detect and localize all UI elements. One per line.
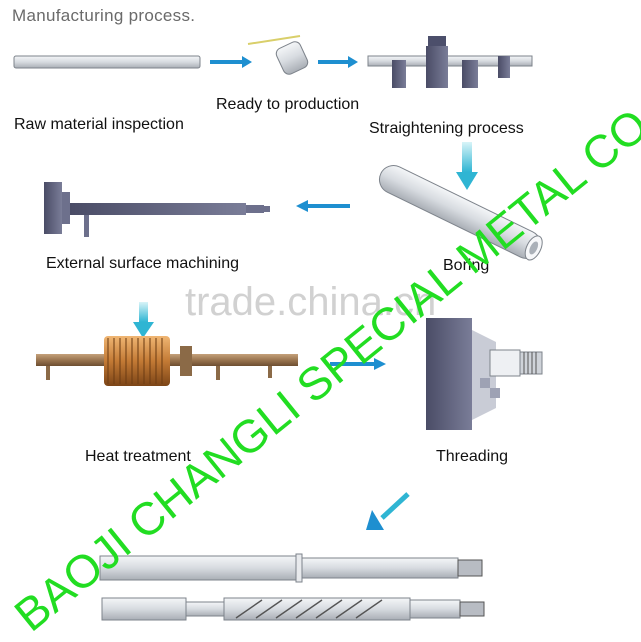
flow-arrow-down-2 [133,302,154,338]
flow-arrow-diagonal [366,492,410,530]
flow-arrow-1 [210,56,252,68]
manufacturing-diagram [13,35,543,621]
external-machining-part [44,182,270,237]
raw-material-pipe [13,55,201,69]
threading-machine [426,318,543,430]
flow-arrow-2 [318,56,358,68]
watermark-trade-china: trade.china.cn [185,280,437,324]
label-raw-material: Raw material inspection [14,116,184,133]
label-boring: Boring [443,257,490,274]
label-threading: Threading [436,448,509,465]
final-pipe-top [99,553,483,583]
billet-piece [247,35,309,75]
flow-arrow-down-1 [456,142,478,190]
label-heat: Heat treatment [85,448,191,465]
label-ready: Ready to production [216,96,360,113]
diagram-title: Manufacturing process. [12,6,196,25]
label-straightening: Straightening process [369,120,524,137]
straightening-machine [367,36,533,88]
flow-arrow-right [330,358,386,370]
final-pipe-bottom [101,597,485,621]
boring-tube [378,165,543,261]
flow-arrow-left [296,200,350,212]
label-external: External surface machining [46,255,239,272]
heat-treatment-part [36,336,298,386]
